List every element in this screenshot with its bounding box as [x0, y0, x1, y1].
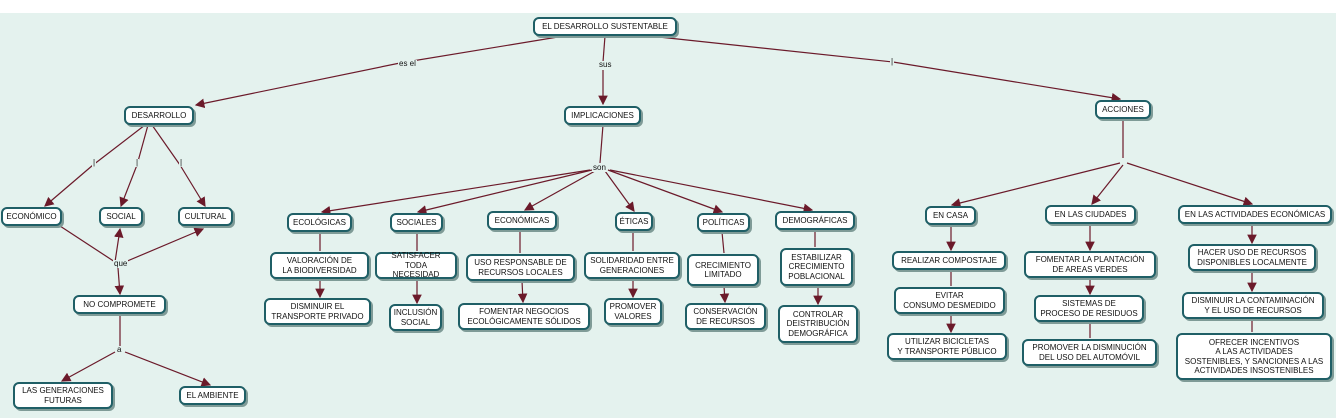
node-uso-responsable[interactable]: USO RESPONSABLE DE RECURSOS LOCALES [466, 254, 575, 281]
link-line-11 [179, 164, 206, 208]
node-el-ambiente[interactable]: EL AMBIENTE [179, 386, 246, 405]
link-line-7 [44, 164, 94, 207]
node-realizar-compostaje[interactable]: REALIZAR COMPOSTAJE [892, 251, 1006, 270]
link-line-25 [609, 169, 814, 214]
link-line-41 [1126, 162, 1254, 206]
node-las-generaciones-futuras[interactable]: LAS GENERACIONES FUTURAS [13, 382, 113, 409]
node-en-las-ciudades[interactable]: EN LAS CIUDADES [1045, 205, 1136, 224]
link-line-9 [119, 164, 138, 208]
node-valoracion-biodiversidad[interactable]: VALORACIÓN DE LA BIODIVERSIDAD [270, 252, 369, 279]
link-line-13 [113, 227, 124, 263]
node-conservacion-recursos[interactable]: CONSERVACIÓN DE RECURSOS [685, 303, 766, 330]
link-label-acciones-bar: | [890, 57, 895, 66]
node-en-casa[interactable]: EN CASA [925, 206, 976, 225]
node-no-compromete[interactable]: NO COMPROMETE [73, 295, 166, 314]
node-fomentar-negocios[interactable]: FOMENTAR NEGOCIOS ECOLÓGICAMENTE SÓLIDOS [458, 303, 590, 330]
node-sistemas-residuos[interactable]: SISTEMAS DE PROCESO DE RESIDUOS [1034, 295, 1144, 322]
node-el-desarrollo-sustentable[interactable]: EL DESARROLLO SUSTENTABLE [533, 17, 677, 36]
link-line-12 [59, 225, 116, 263]
node-en-las-actividades-economicas[interactable]: EN LAS ACTIVIDADES ECONÓMICAS [1178, 205, 1332, 224]
node-crecimiento-limitado[interactable]: CRECIMIENTO LIMITADO [687, 254, 759, 286]
link-label-sus: sus [598, 60, 613, 69]
link-label-social-bar: | [135, 158, 140, 167]
link-label-economico-bar: | [92, 158, 97, 167]
link-line-1 [194, 62, 401, 109]
node-economico[interactable]: ECONÓMICO [1, 207, 62, 226]
node-sociales[interactable]: SOCIALES [390, 213, 443, 232]
link-line-39 [950, 162, 1121, 208]
node-disminuir-transporte-privado[interactable]: DISMINUIR EL TRANSPORTE PRIVADO [264, 298, 371, 325]
link-label-es-el: es el [398, 59, 417, 68]
link-line-35 [719, 285, 730, 304]
node-utilizar-bicicletas[interactable]: UTILIZAR BICICLETAS Y TRANSPORTE PÚBLICO [887, 333, 1007, 360]
link-line-0 [399, 34, 571, 64]
link-line-6 [92, 124, 146, 166]
link-line-21 [416, 169, 593, 215]
node-implicaciones[interactable]: IMPLICACIONES [564, 106, 641, 125]
node-evitar-consumo[interactable]: EVITAR CONSUMO DESMEDIDO [894, 287, 1005, 314]
node-controlar-distribucion[interactable]: CONTROLAR DEISTRIBUCIÓN DEMOGRÁFICA [778, 305, 858, 343]
link-line-2 [602, 35, 606, 63]
node-promover-disminucion-automovil[interactable]: PROMOVER LA DISMINUCIÓN DEL USO DEL AUTO… [1022, 339, 1157, 366]
link-line-14 [124, 227, 205, 263]
link-label-a: a [116, 345, 123, 354]
node-social[interactable]: SOCIAL [99, 207, 143, 226]
link-line-10 [151, 124, 181, 166]
link-line-17 [60, 351, 116, 382]
node-estabilizar-crecimiento[interactable]: ESTABILIZAR CRECIMIENTO POBLACIONAL [780, 248, 853, 286]
link-line-34 [721, 231, 725, 254]
node-politicas[interactable]: POLÍTICAS [697, 213, 750, 232]
link-line-5 [892, 61, 1122, 103]
node-promover-valores[interactable]: PROMOVER VALORES [604, 298, 662, 325]
link-line-20 [320, 169, 591, 216]
node-eticas[interactable]: ÉTICAS [615, 212, 653, 231]
link-line-31 [517, 280, 528, 304]
node-acciones[interactable]: ACCIONES [1095, 100, 1151, 119]
link-line-23 [604, 170, 635, 212]
link-label-son: son [592, 163, 607, 172]
node-satisfacer-necesidad[interactable]: SATISFACER TODA NECESIDAD [375, 251, 457, 279]
node-hacer-uso-recursos[interactable]: HACER USO DE RECURSOS DISPONIBLES LOCALM… [1188, 244, 1316, 271]
link-line-18 [124, 351, 212, 387]
node-fomentar-plantacion[interactable]: FOMENTAR LA PLANTACIÓN DE AREAS VERDES [1024, 251, 1156, 278]
node-inclusion-social[interactable]: INCLUSIÓN SOCIAL [389, 304, 442, 331]
node-solidaridad-generaciones[interactable]: SOLIDARIDAD ENTRE GENERACIONES [584, 252, 680, 279]
node-economicas[interactable]: ECONÓMICAS [487, 211, 557, 230]
link-line-4 [639, 34, 894, 63]
link-line-19 [599, 124, 604, 164]
node-cultural[interactable]: CULTURAL [178, 207, 233, 226]
link-line-22 [523, 170, 596, 211]
link-line-15 [114, 267, 125, 296]
link-label-que: que [113, 259, 129, 268]
node-ofrecer-incentivos[interactable]: OFRECER INCENTIVOS A LAS ACTIVIDADES SOS… [1176, 333, 1332, 380]
link-line-8 [136, 124, 149, 166]
node-disminuir-contaminacion[interactable]: DISMINUIR LA CONTAMINACIÓN Y EL USO DE R… [1182, 292, 1324, 319]
link-line-24 [607, 169, 724, 214]
link-label-cultural-bar: | [179, 158, 184, 167]
link-line-40 [1091, 164, 1124, 205]
node-ecologicas[interactable]: ECOLÓGICAS [287, 213, 352, 232]
node-demograficas[interactable]: DEMOGRÁFICAS [775, 211, 855, 230]
node-desarrollo[interactable]: DESARROLLO [124, 106, 194, 125]
